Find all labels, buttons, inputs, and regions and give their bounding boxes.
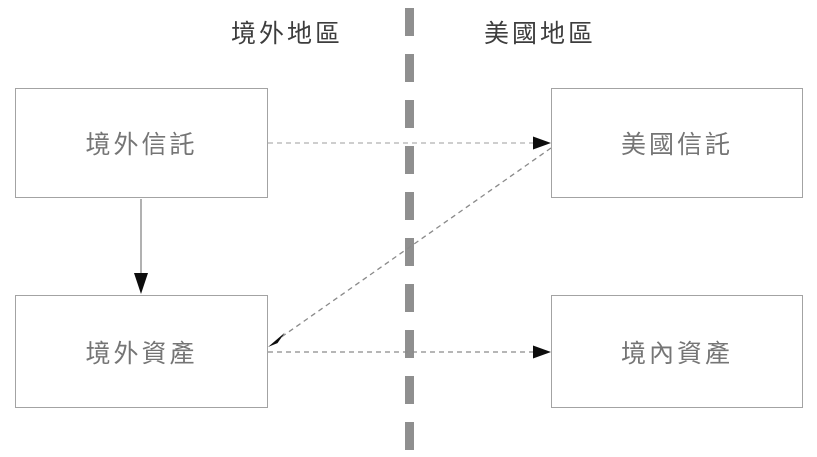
arrow-offshore-assets-to-domestic-assets [268,345,551,359]
arrowhead-down-icon [134,273,148,294]
arrow-shaft [279,147,552,339]
box-domestic-assets: 境內資產 [551,295,803,408]
arrow-offshore-trust-to-us-trust [268,136,551,150]
arrowhead-right-icon [533,345,551,359]
region-label-offshore: 境外地區 [230,21,343,48]
box-offshore-assets: 境外資產 [15,295,268,408]
box-offshore-trust: 境外信託 [15,88,268,198]
arrow-us-trust-to-offshore-assets [268,147,552,347]
region-label-us: 美國地區 [483,21,596,48]
arrow-offshore-trust-to-offshore-assets [134,199,148,294]
arrowhead-right-icon [533,136,551,150]
arrowhead-down-left-icon [268,332,285,347]
box-us-trust: 美國信託 [551,88,803,198]
